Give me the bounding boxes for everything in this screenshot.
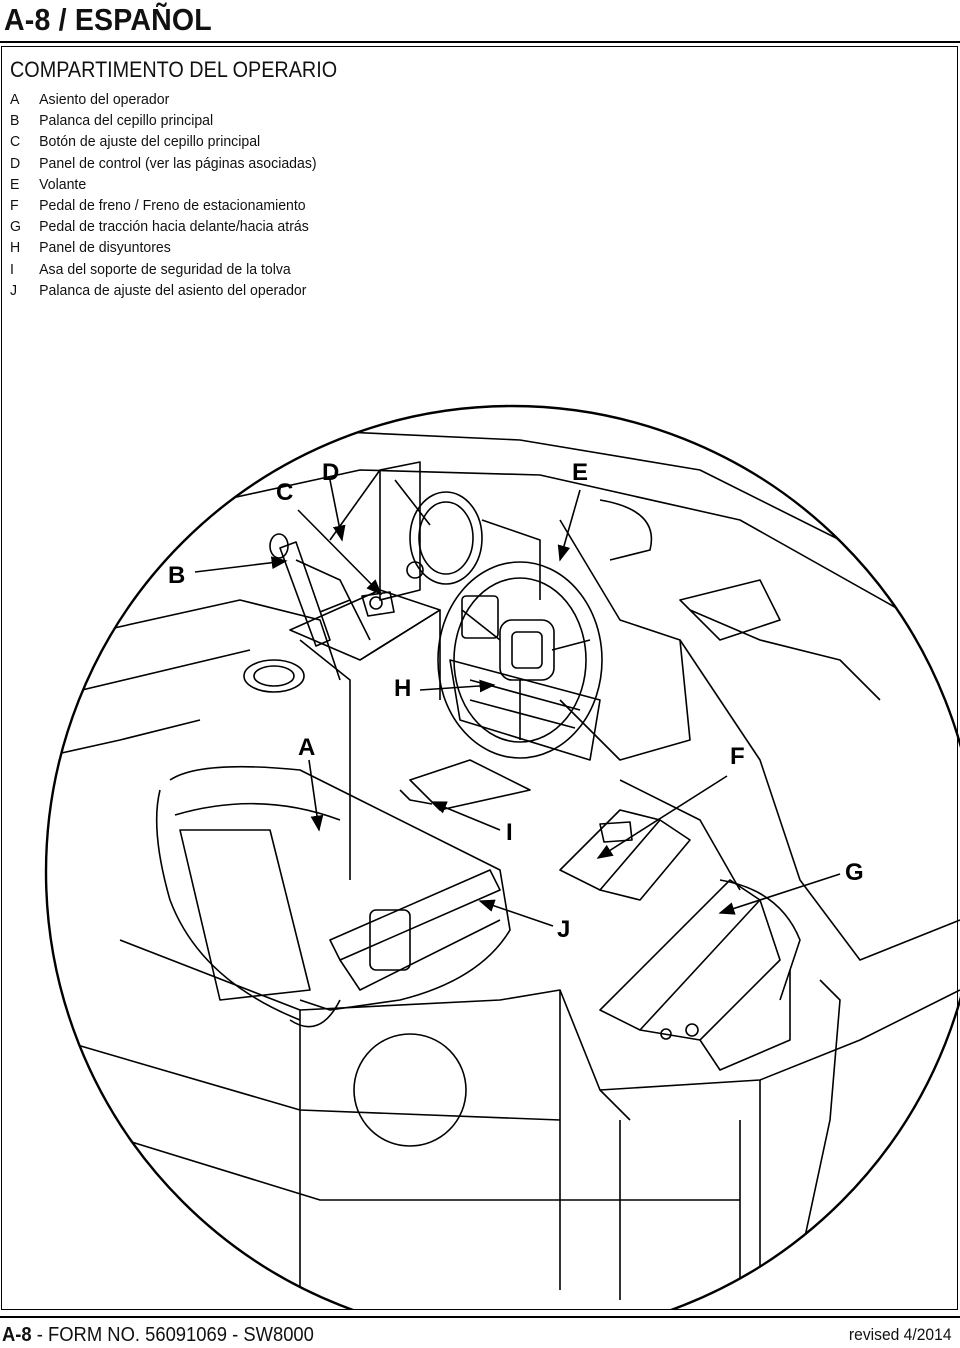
legend-letter: C xyxy=(10,133,21,151)
footer-revision: revised 4/2014 xyxy=(849,1325,952,1344)
page-title: A-8 / ESPAÑOL xyxy=(4,2,212,37)
legend-item: A Asiento del operador xyxy=(10,89,317,110)
callout-h: H xyxy=(394,675,411,702)
leader-lines xyxy=(194,479,841,927)
legend-letter: E xyxy=(10,175,20,193)
footer-divider xyxy=(0,1316,960,1318)
legend-text: Palanca de ajuste del asiento del operad… xyxy=(39,281,307,299)
legend-text: Asiento del operador xyxy=(39,91,170,108)
parts-legend: A Asiento del operador B Palanca del cepil… xyxy=(10,89,317,301)
detail-circle xyxy=(44,404,960,1310)
footer-page-number: A-8 xyxy=(2,1324,32,1346)
callout-b: B xyxy=(168,562,185,589)
legend-text: Volante xyxy=(39,175,87,193)
legend-letter: G xyxy=(10,218,21,236)
legend-letter: F xyxy=(10,197,19,215)
legend-letter: B xyxy=(10,112,20,130)
machine-linework xyxy=(46,429,960,1300)
legend-item: F Pedal de freno / Freno de estacionamien… xyxy=(10,195,317,216)
legend-text: Panel de disyuntores xyxy=(39,239,171,257)
legend-item: G Pedal de tracción hacia delante/hacia a… xyxy=(10,216,317,237)
legend-letter: D xyxy=(10,154,21,172)
legend-text: Panel de control (ver las páginas asocia… xyxy=(39,154,317,172)
operator-compartment-drawing: C D E B H A F I G J xyxy=(44,404,960,1310)
legend-letter: J xyxy=(10,281,18,299)
legend-letter: H xyxy=(10,239,21,257)
legend-item: H Panel de disyuntores xyxy=(10,237,317,258)
legend-text: Palanca del cepillo principal xyxy=(39,112,214,130)
footer-form-number: - FORM NO. 56091069 - SW8000 xyxy=(31,1324,314,1346)
callout-c: C xyxy=(276,479,293,506)
callout-d: D xyxy=(322,459,339,486)
legend-letter: A xyxy=(10,91,20,108)
legend-item: I Asa del soporte de seguridad de la tolv… xyxy=(10,259,317,280)
callout-g: G xyxy=(845,859,864,886)
callout-i: I xyxy=(506,819,513,846)
legend-item: B Palanca del cepillo principal xyxy=(10,110,317,131)
legend-text: Botón de ajuste del cepillo principal xyxy=(39,133,261,151)
legend-text: Asa del soporte de seguridad de la tolva xyxy=(39,260,291,278)
title-divider xyxy=(0,41,960,43)
callout-f: F xyxy=(730,743,745,770)
callout-j: J xyxy=(557,916,570,943)
callout-e: E xyxy=(572,459,588,486)
legend-item: D Panel de control (ver las páginas asoci… xyxy=(10,153,317,174)
footer-form-info: A-8 - FORM NO. 56091069 - SW8000 xyxy=(2,1324,314,1347)
callout-a: A xyxy=(298,734,315,761)
legend-item: E Volante xyxy=(10,174,317,195)
legend-letter: I xyxy=(10,260,14,278)
section-title: COMPARTIMENTO DEL OPERARIO xyxy=(10,57,338,82)
legend-text: Pedal de freno / Freno de estacionamient… xyxy=(39,197,306,215)
legend-text: Pedal de tracción hacia delante/hacia at… xyxy=(39,218,309,236)
legend-item: C Botón de ajuste del cepillo principal xyxy=(10,131,317,152)
content-frame xyxy=(1,46,958,1310)
legend-item: J Palanca de ajuste del asiento del opera… xyxy=(10,280,317,301)
